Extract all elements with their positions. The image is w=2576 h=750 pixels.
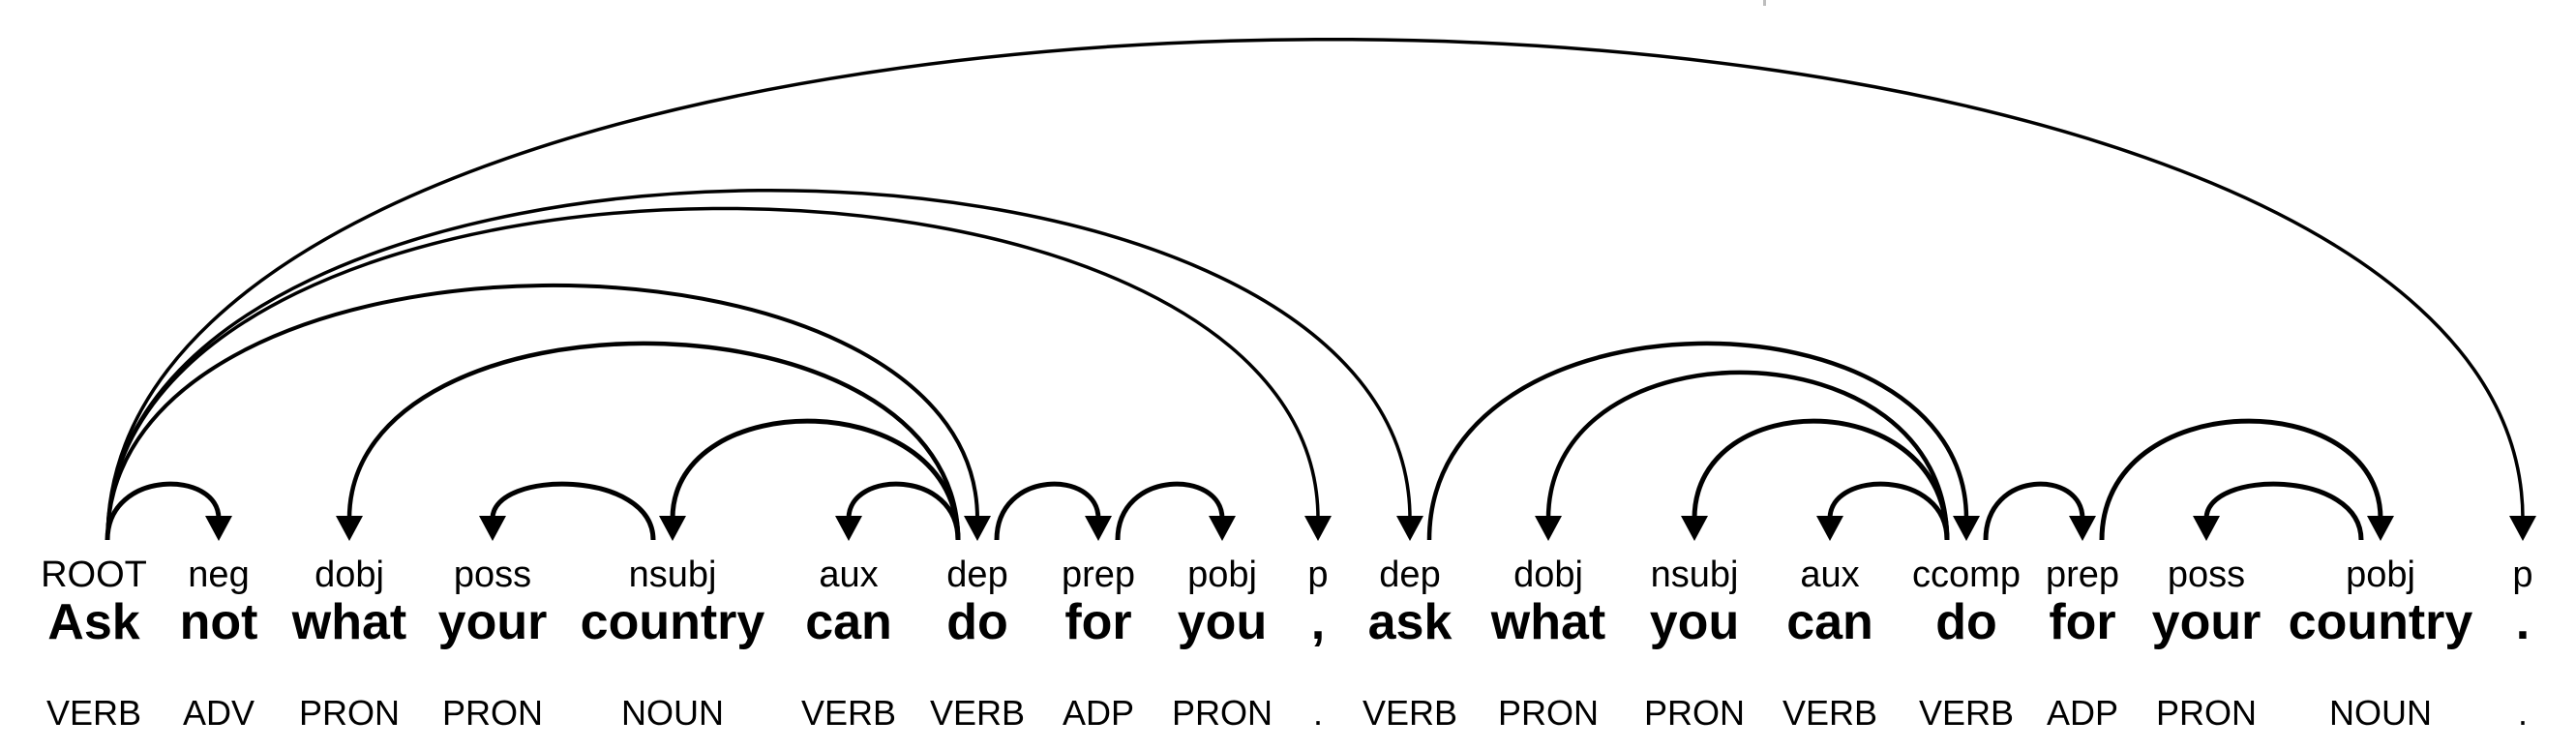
pos-tag: .	[1313, 693, 1323, 733]
pos-tag: ADP	[2047, 693, 2118, 733]
token-word: .	[2516, 594, 2530, 650]
pos-tag: VERB	[1782, 693, 1877, 733]
arrowhead-poss	[2193, 516, 2220, 541]
dep-label: prep	[1062, 555, 1135, 595]
token-word: not	[180, 594, 258, 650]
dep-label: dep	[946, 555, 1007, 595]
token-word: ask	[1368, 594, 1453, 650]
token-word: for	[2049, 594, 2115, 650]
arrowhead-nsubj	[659, 516, 686, 541]
dep-label: aux	[819, 555, 878, 595]
dependency-arc-prep	[1983, 481, 2085, 541]
dep-label: p	[2512, 555, 2532, 595]
pos-tag: VERB	[930, 693, 1025, 733]
token-word: country	[581, 594, 765, 650]
pos-tag: ADV	[183, 693, 255, 733]
token-word: your	[438, 594, 548, 650]
arrowhead-dobj	[1535, 516, 1562, 541]
pos-tag: PRON	[1172, 693, 1273, 733]
dep-label: aux	[1800, 555, 1859, 595]
token-word: can	[805, 594, 892, 650]
dep-label: nsubj	[629, 555, 717, 595]
dependency-arc-p	[105, 37, 2525, 541]
token-word: what	[1490, 594, 1605, 650]
dep-label: nsubj	[1651, 555, 1739, 595]
dependency-arc-pobj	[1115, 481, 1225, 541]
dependency-arc-dep	[105, 284, 979, 541]
arrowhead-prep	[1085, 516, 1112, 541]
token-word: country	[2289, 594, 2473, 650]
pos-tag: VERB	[801, 693, 896, 733]
dependency-arc-dobj	[346, 341, 961, 541]
dependency-arc-ccomp	[1426, 341, 1969, 541]
arrowhead-pobj	[1209, 516, 1236, 541]
dependency-arc-prep	[994, 481, 1101, 541]
pos-tag: PRON	[1644, 693, 1745, 733]
token-word: your	[2152, 594, 2261, 650]
dependency-arc-pobj	[2099, 418, 2383, 541]
dep-label: poss	[2168, 555, 2245, 595]
dependency-arc-p	[105, 206, 1320, 541]
pos-tag: PRON	[2156, 693, 2257, 733]
arrowhead-dep	[1396, 516, 1423, 541]
arrowhead-nsubj	[1681, 516, 1708, 541]
dep-label: ccomp	[1912, 555, 2021, 595]
arrowhead-prep	[2069, 516, 2096, 541]
pos-tag: PRON	[1498, 693, 1599, 733]
dep-label: pobj	[2346, 555, 2415, 595]
arrowhead-dep	[964, 516, 991, 541]
arrowhead-pobj	[2367, 516, 2394, 541]
stray-caret-mark	[1763, 0, 1766, 6]
arrowhead-p	[1304, 516, 1332, 541]
arrowhead-ccomp	[1953, 516, 1980, 541]
pos-tag: VERB	[1363, 693, 1457, 733]
dependency-arc-aux	[1827, 481, 1950, 541]
token-word: do	[1935, 594, 1997, 650]
dependency-arc-poss	[2203, 481, 2364, 541]
pos-tag: NOUN	[2329, 693, 2432, 733]
arrowhead-aux	[835, 516, 862, 541]
dep-label: prep	[2046, 555, 2119, 595]
token-word: ,	[1311, 594, 1325, 650]
dep-label: pobj	[1187, 555, 1257, 595]
dep-label: ROOT	[41, 555, 147, 595]
pos-tag: PRON	[442, 693, 543, 733]
pos-tag: ADP	[1063, 693, 1134, 733]
pos-tag: PRON	[299, 693, 400, 733]
pos-tag: .	[2518, 693, 2528, 733]
dependency-arc-poss	[490, 481, 656, 541]
dependency-arc-dobj	[1545, 370, 1950, 541]
pos-tag: VERB	[1919, 693, 2014, 733]
arrowhead-aux	[1816, 516, 1843, 541]
token-word: for	[1064, 594, 1131, 650]
token-word: can	[1786, 594, 1873, 650]
token-word: do	[946, 594, 1008, 650]
token-word: you	[1178, 594, 1267, 650]
arrowhead-neg	[205, 516, 232, 541]
token-word: Ask	[47, 594, 139, 650]
dependency-arc-nsubj	[1692, 418, 1950, 541]
pos-tag: VERB	[46, 693, 141, 733]
arrowhead-dobj	[336, 516, 363, 541]
dependency-arc-dep	[105, 189, 1412, 541]
pos-tag: NOUN	[621, 693, 724, 733]
token-word: you	[1650, 594, 1739, 650]
dep-label: dep	[1379, 555, 1440, 595]
dep-label: neg	[188, 555, 249, 595]
dependency-arc-neg	[105, 481, 222, 541]
dep-label: dobj	[315, 555, 384, 595]
dep-label: p	[1307, 555, 1328, 595]
dep-label: dobj	[1513, 555, 1583, 595]
arrowhead-p	[2509, 516, 2536, 541]
dependency-arc-aux	[846, 481, 961, 541]
dependency-arc-nsubj	[670, 418, 961, 541]
token-word: what	[291, 594, 406, 650]
dep-label: poss	[454, 555, 531, 595]
arrowhead-poss	[479, 516, 506, 541]
